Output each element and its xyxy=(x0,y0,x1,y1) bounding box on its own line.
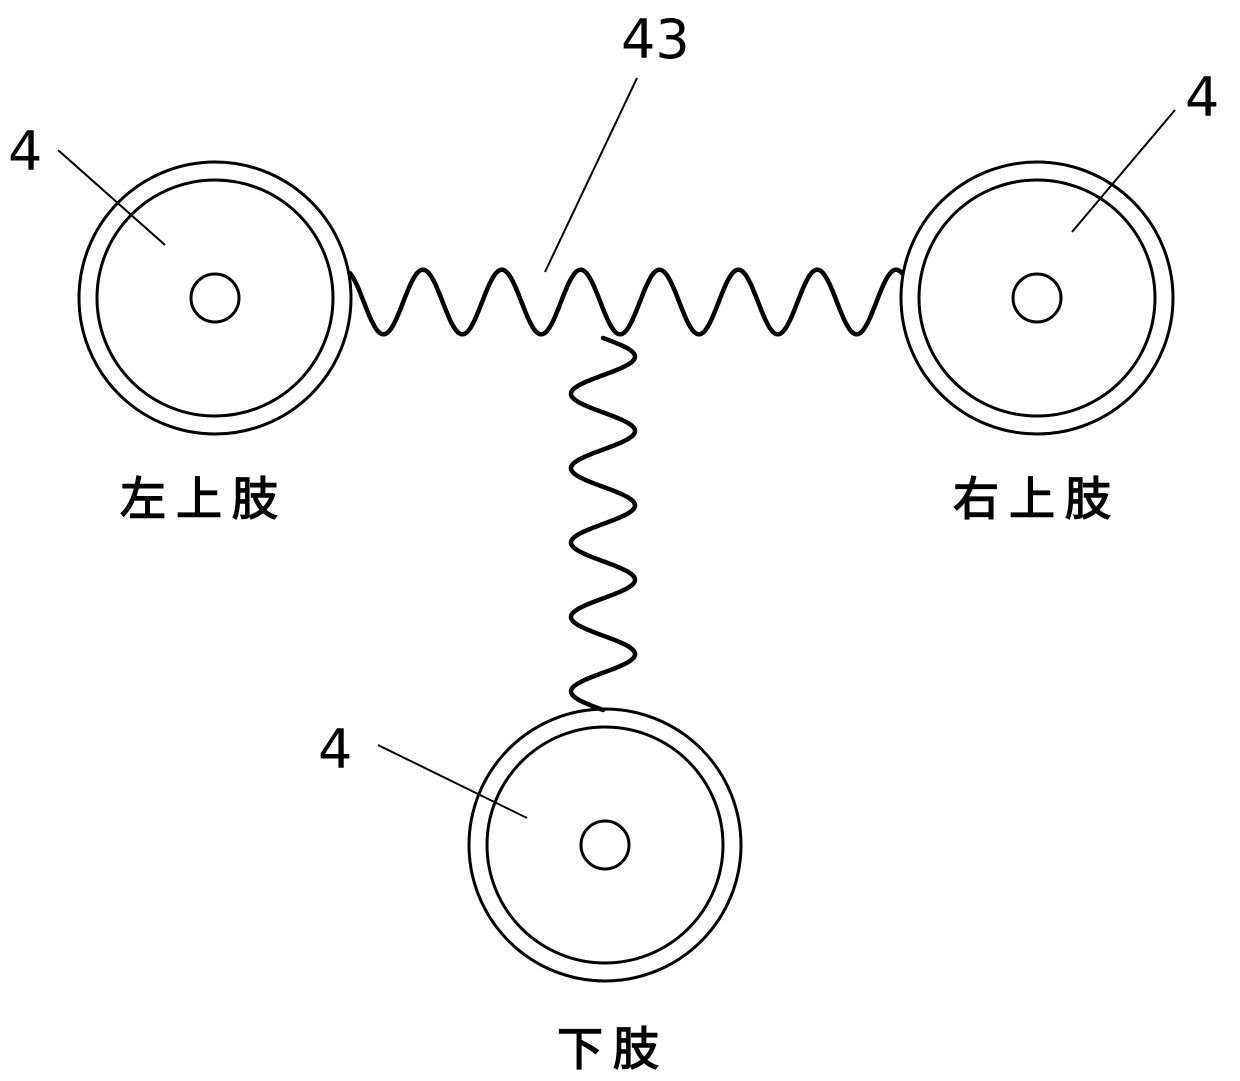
right-wheel-ref-number: 4 xyxy=(1185,66,1219,129)
left-wheel-hub xyxy=(191,274,239,322)
right-upper-limb-wheel xyxy=(901,162,1173,434)
lower-wheel-ref-number: 4 xyxy=(318,718,352,781)
right-upper-limb-label: 右上肢 xyxy=(953,472,1121,526)
left-wheel-ref-number: 4 xyxy=(8,120,42,183)
lower-limb-wheel xyxy=(469,709,741,981)
vertical-spring xyxy=(571,338,635,710)
left-upper-limb-wheel xyxy=(79,162,351,434)
spring-ref-number: 43 xyxy=(621,8,690,71)
spring-leader-line xyxy=(545,78,637,272)
lower-wheel-hub xyxy=(581,821,629,869)
left-upper-limb-label: 左上肢 xyxy=(120,472,288,526)
left-wheel-leader-line xyxy=(58,150,165,245)
horizontal-spring xyxy=(350,270,902,335)
lower-limb-label: 下肢 xyxy=(557,1022,669,1076)
right-wheel-hub xyxy=(1013,274,1061,322)
